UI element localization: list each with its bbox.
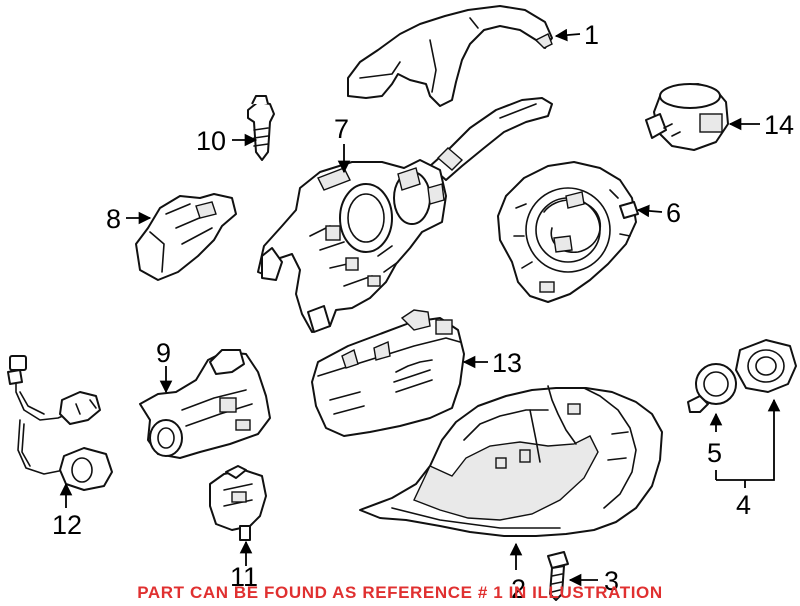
leader-1 <box>554 28 581 42</box>
part-7-combination-switch <box>257 97 553 333</box>
callout-6: 6 <box>666 198 681 228</box>
part-12-wiring-harness <box>7 355 113 491</box>
callout-9: 9 <box>156 338 171 368</box>
callout-numbers: 1 2 3 4 5 6 7 8 9 10 11 12 13 14 <box>52 20 794 604</box>
part-14-lock-cylinder <box>645 83 729 151</box>
callout-13: 13 <box>492 348 522 378</box>
reference-note: PART CAN BE FOUND AS REFERENCE # 1 IN IL… <box>137 583 663 602</box>
callout-14: 14 <box>764 110 794 140</box>
part-5-antenna-ring <box>687 363 737 413</box>
callout-2: 2 <box>511 574 526 604</box>
callout-10: 10 <box>196 126 226 156</box>
leader-6 <box>636 204 663 218</box>
leader-lines <box>59 28 781 587</box>
callout-7: 7 <box>334 114 349 144</box>
callout-11: 11 <box>230 562 258 592</box>
part-13-control-module <box>311 309 465 437</box>
part-9-ignition-housing <box>139 349 271 459</box>
part-10-push-clip <box>247 95 275 161</box>
part-11-ignition-switch <box>209 465 267 541</box>
callout-3: 3 <box>604 566 619 596</box>
part-1-upper-shroud <box>347 5 553 107</box>
part-2-lower-shroud <box>359 385 663 537</box>
part-4-lock-ring-assembly <box>735 339 797 393</box>
callout-4: 4 <box>736 490 751 520</box>
leader-4 <box>716 398 781 481</box>
callout-5: 5 <box>707 438 722 468</box>
part-8-module-bracket <box>135 193 237 281</box>
part-3-screw <box>547 551 569 601</box>
callout-1: 1 <box>584 20 599 50</box>
part-6-clock-spring <box>497 161 639 303</box>
callout-8: 8 <box>106 204 121 234</box>
callout-12: 12 <box>52 510 82 540</box>
